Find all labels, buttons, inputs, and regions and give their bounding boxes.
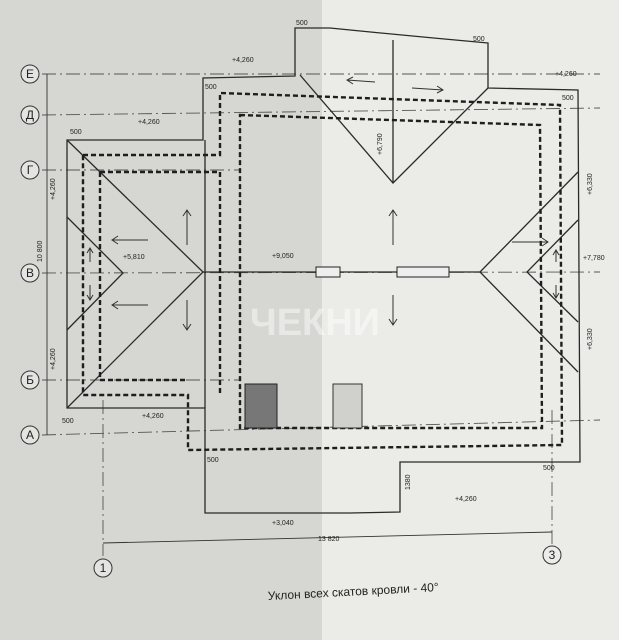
overhang-dims: 500 500 500 500 500 500 500 500 1380 <box>62 20 574 490</box>
arrow-icon <box>388 209 398 245</box>
elev-ridge-right: +7,780 <box>583 255 605 262</box>
dimension-lines: 10 800 13 820 <box>37 74 553 544</box>
dim-overhang: 500 <box>562 95 574 102</box>
elev-ridge-left: +5,810 <box>123 254 145 261</box>
elevation-labels: +4,260 +4,260 +4,260 +4,260 +4,260 +4,26… <box>50 57 605 527</box>
dim-overhang: 500 <box>62 418 74 425</box>
dim-depth: 10 800 <box>37 240 44 262</box>
roof-ridges <box>66 40 579 409</box>
slope-arrows <box>86 76 560 331</box>
elev-eave-left-upper: +4,260 <box>50 178 57 200</box>
arrow-icon <box>86 247 94 262</box>
arrow-icon <box>111 300 148 310</box>
dim-overhang: 500 <box>207 457 219 464</box>
grid-axes <box>41 73 601 556</box>
dim-overhang: 500 <box>296 20 308 27</box>
axis-label-G: Г <box>27 163 34 177</box>
elev-hip-right-upper: +6,330 <box>587 173 594 195</box>
elev-eave-top-mid: +4,260 <box>138 119 160 126</box>
walls-dashed <box>81 91 564 452</box>
elev-porch: +3,040 <box>272 520 294 527</box>
axis-label-3: 3 <box>549 548 556 562</box>
arrow-icon <box>86 285 94 301</box>
paper-right-half <box>322 0 619 640</box>
axis-label-D: Д <box>26 108 34 122</box>
arrow-icon <box>182 300 192 331</box>
elev-ridge-main: +9,050 <box>272 253 294 260</box>
arrow-icon <box>388 295 398 326</box>
vent-icon <box>396 266 450 278</box>
dim-overhang: 500 <box>543 465 555 472</box>
dim-overhang: 500 <box>205 84 217 91</box>
axis-label-V: В <box>26 266 34 280</box>
arrow-icon <box>111 235 148 245</box>
dim-overhang: 500 <box>70 129 82 136</box>
elev-eave-top-right: +4,260 <box>555 71 577 78</box>
arrow-icon <box>346 76 376 85</box>
arrow-icon <box>182 209 192 245</box>
axis-label-B: Б <box>26 373 34 387</box>
axis-label-1: 1 <box>100 561 107 575</box>
dim-porch-depth: 1380 <box>405 474 412 490</box>
chimney-right <box>332 383 363 429</box>
arrow-icon <box>512 237 549 247</box>
axis-markers: Е Д Г В Б А 1 3 <box>20 64 562 578</box>
chimney-left <box>244 383 278 429</box>
arrow-icon <box>552 285 560 299</box>
elev-eave-top-left: +4,260 <box>232 57 254 64</box>
arrow-icon <box>552 249 560 262</box>
elev-valley-top: +6,790 <box>377 133 384 155</box>
elev-hip-right-lower: +6,330 <box>587 328 594 350</box>
elev-eave-left-lower: +4,260 <box>50 348 57 370</box>
arrow-icon <box>411 85 444 94</box>
dim-overhang: 500 <box>473 36 485 43</box>
roof-outline <box>66 27 581 514</box>
axis-label-E: Е <box>26 67 34 81</box>
dim-width: 13 820 <box>318 536 340 543</box>
vent-icon <box>315 266 341 278</box>
vent-icons <box>315 266 450 278</box>
paper-left-half <box>0 0 322 640</box>
elev-eave-bottom-left: +4,260 <box>142 413 164 420</box>
watermark-logo: ЧЕКНИ <box>250 302 380 344</box>
axis-label-A: А <box>26 428 34 442</box>
elev-eave-bottom-right: +4,260 <box>455 496 477 503</box>
